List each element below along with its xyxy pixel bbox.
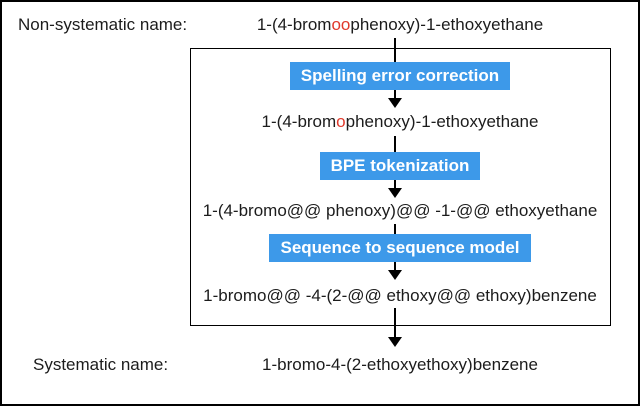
- pipeline-box: [190, 48, 611, 326]
- step-spelling-error-correction: Spelling error correction: [289, 62, 511, 90]
- corrected-letter-highlight: o: [336, 112, 346, 131]
- systematic-name-value: 1-bromo-4-(2-ethoxyethoxy)benzene: [262, 355, 538, 374]
- step-sequence-to-sequence-model: Sequence to sequence model: [269, 234, 531, 262]
- non-systematic-name-label: Non-systematic name:: [18, 15, 188, 34]
- arrow-down-icon-3: [388, 270, 402, 280]
- corrected-suffix-text: phenoxy)-1-ethoxyethane: [345, 112, 539, 131]
- step-bpe-tokenization: BPE tokenization: [319, 152, 481, 180]
- name-suffix-text: phenoxy)-1-ethoxyethane: [350, 15, 544, 34]
- non-systematic-name-value: 1-(4-bromoophenoxy)-1-ethoxyethane: [190, 14, 610, 35]
- flow-line-2: [394, 136, 396, 153]
- flow-line-3: [394, 224, 396, 235]
- flow-line-exit: [394, 308, 396, 337]
- systematic-name-label: Systematic name:: [33, 355, 169, 374]
- flow-stem-1: [394, 90, 396, 98]
- arrow-down-icon-2: [388, 188, 402, 198]
- flow-stem-3: [394, 262, 396, 270]
- spelling-error-highlight: oo: [331, 15, 351, 34]
- model-output-value: 1-bromo@@ -4-(2-@@ ethoxy@@ ethoxy)benze…: [203, 286, 597, 305]
- flow-line-top: [394, 38, 396, 64]
- tokenized-name-value: 1-(4-bromo@@ phenoxy)@@ -1-@@ ethoxyetha…: [202, 201, 598, 220]
- step-seq2seq-model: Sequence to sequence model: [190, 234, 610, 262]
- corrected-prefix-text: 1-(4-brom: [261, 112, 337, 131]
- arrow-down-icon-4: [388, 337, 402, 347]
- corrected-name-value: 1-(4-bromophenoxy)-1-ethoxyethane: [190, 111, 610, 132]
- step-row-2: BPE tokenization: [190, 152, 610, 180]
- name-prefix-text: 1-(4-brom: [256, 15, 332, 34]
- arrow-down-icon-1: [388, 98, 402, 108]
- flow-stem-2: [394, 180, 396, 188]
- step-row-1: Spelling error correction: [190, 62, 610, 90]
